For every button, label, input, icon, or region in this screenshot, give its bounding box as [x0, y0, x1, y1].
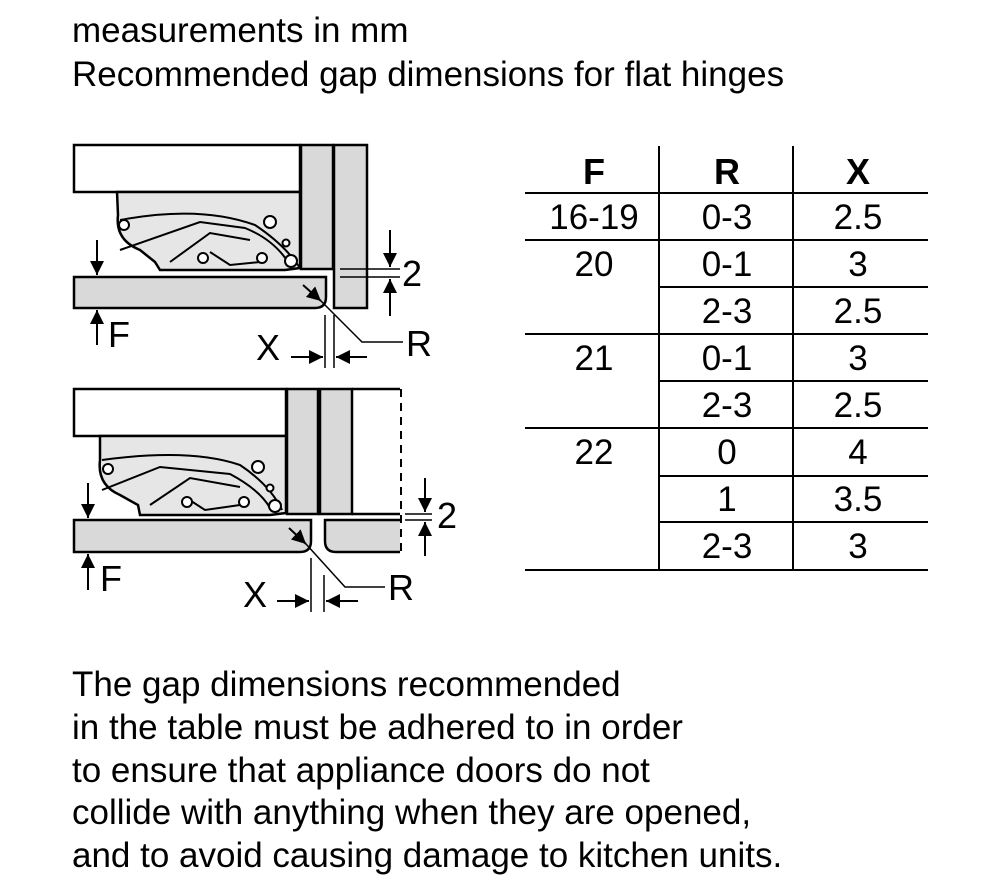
gap-table — [525, 146, 928, 571]
hinge-diagram-2 — [72, 387, 432, 612]
label-r: R — [406, 323, 432, 364]
cell-f: 21 — [575, 339, 614, 378]
header-r: R — [714, 151, 740, 192]
cell-r: 0-1 — [702, 245, 753, 284]
cell-r: 0 — [717, 433, 736, 472]
side-panel-1 — [285, 387, 320, 516]
label-gap: 2 — [402, 253, 422, 294]
table-header: F R X — [583, 151, 870, 192]
cell-f: 16-19 — [549, 198, 639, 237]
label-r-2: R — [388, 567, 414, 608]
header-x: X — [846, 151, 870, 192]
paragraph-line: to ensure that appliance doors do not — [72, 750, 650, 790]
label-f: F — [108, 314, 130, 355]
r-arrow — [302, 284, 322, 302]
page-title: Recommended gap dimensions for flat hing… — [72, 55, 785, 94]
cabinet-top — [72, 143, 302, 194]
cell-x: 3 — [848, 527, 867, 566]
cell-x: 2.5 — [834, 292, 883, 331]
cell-x: 2.5 — [834, 198, 883, 237]
cell-x: 4 — [848, 433, 867, 472]
cell-x: 3 — [848, 339, 867, 378]
cell-r: 1 — [717, 480, 736, 519]
paragraph-line: collide with anything when they are open… — [72, 793, 752, 833]
instruction-paragraph: The gap dimensions recommended in the ta… — [72, 664, 782, 878]
label-f-2: F — [100, 558, 122, 599]
paragraph-line: and to avoid causing damage to kitchen u… — [72, 836, 783, 876]
label-x: X — [256, 327, 280, 368]
hinge-diagram-1 — [72, 143, 403, 368]
cell-f: 20 — [575, 245, 614, 284]
cell-x: 3.5 — [834, 480, 883, 519]
label-gap-2: 2 — [437, 495, 457, 536]
cell-r: 2-3 — [702, 292, 753, 331]
units-note: measurements in mm — [72, 11, 409, 50]
cell-r: 0-1 — [702, 339, 753, 378]
adjacent-door — [323, 518, 400, 554]
header-f: F — [583, 151, 605, 192]
side-panel-1 — [299, 143, 335, 271]
cell-x: 2.5 — [834, 386, 883, 425]
table-body: 16-19 0-3 2.5 20 0-1 3 2-3 2.5 21 0-1 3 2-3 2.5 22 0 4 1… — [549, 198, 882, 566]
paragraph-line: The gap dimensions recommended — [72, 665, 621, 704]
cell-r: 2-3 — [702, 527, 753, 566]
side-panel-2 — [332, 143, 369, 310]
door — [72, 275, 328, 310]
cell-r: 0-3 — [702, 198, 753, 237]
side-panel-2 — [318, 387, 354, 516]
paragraph-line: in the table must be adhered to in order — [72, 707, 683, 747]
cell-r: 2-3 — [702, 386, 753, 425]
cabinet-top — [72, 387, 288, 438]
cell-f: 22 — [575, 433, 614, 472]
door — [72, 518, 313, 554]
label-x-2: X — [243, 574, 267, 615]
cell-x: 3 — [848, 245, 867, 284]
